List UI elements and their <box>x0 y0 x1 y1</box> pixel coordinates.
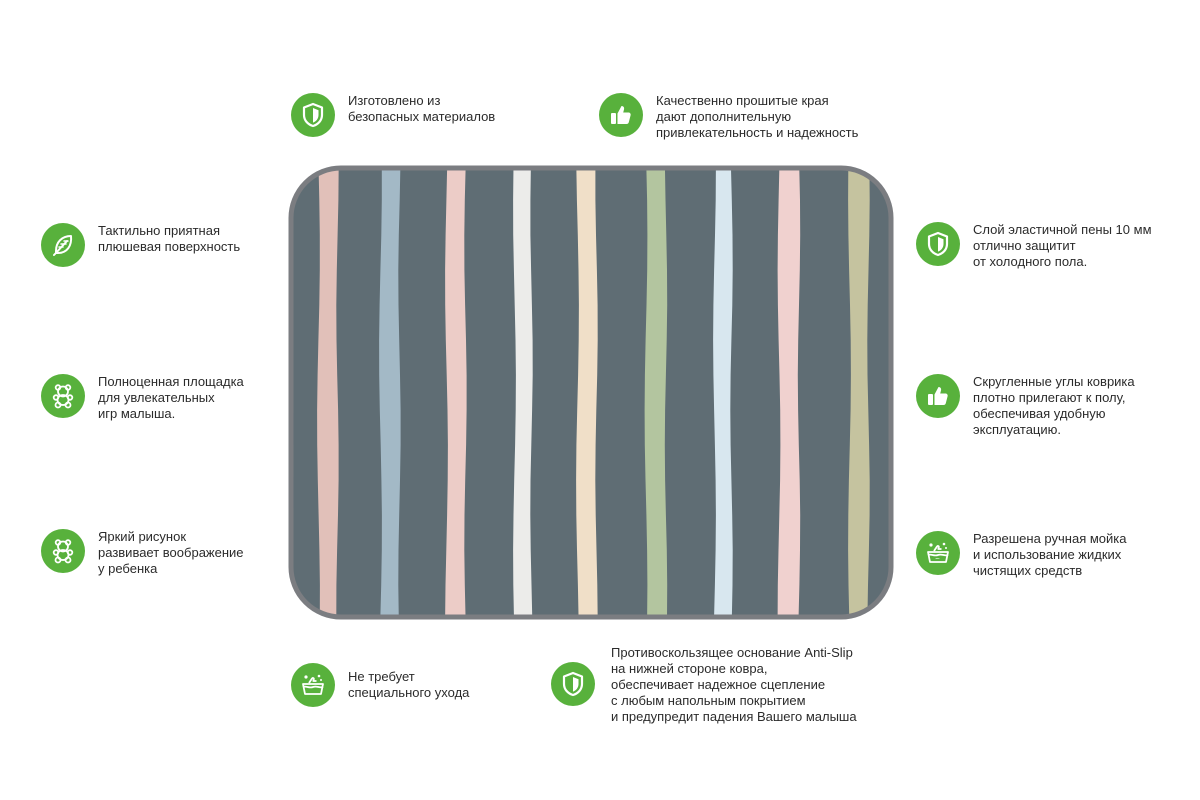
rug-stripe <box>848 168 870 617</box>
feature-text: Тактильно приятная плюшевая поверхность <box>98 223 241 254</box>
feature-text: Яркий рисунок развивает воображение у ре… <box>98 529 244 576</box>
thumbs-up-icon <box>916 374 960 418</box>
rug-illustration <box>288 165 894 620</box>
teddy-bear-icon <box>41 374 85 418</box>
rug-stripe <box>576 168 598 617</box>
feature-plush-surface: Тактильно приятная плюшевая поверхность <box>41 223 240 267</box>
rug-stripe <box>379 168 401 617</box>
shield-icon <box>916 222 960 266</box>
feature-anti-slip: Противоскользящее основание Anti-Slip на… <box>551 645 857 725</box>
feature-safe-materials: Изготовлено из безопасных материалов <box>291 93 495 137</box>
rug-stripe <box>777 168 801 617</box>
feature-text: Разрешена ручная мойка и использование ж… <box>973 531 1127 578</box>
rug-stripe <box>713 168 733 617</box>
feature-play-area: Полноценная площадка для увлекательных и… <box>41 374 244 422</box>
rug-stripe <box>513 168 533 617</box>
thumbs-up-icon <box>599 93 643 137</box>
washing-icon: ~ <box>916 531 960 575</box>
svg-text:~: ~ <box>935 556 940 563</box>
feature-text: Слой эластичной пены 10 мм отлично защит… <box>973 222 1152 269</box>
feature-bright-pattern: Яркий рисунок развивает воображение у ре… <box>41 529 244 577</box>
feature-rounded-corners: Скругленные углы коврика плотно прилегаю… <box>916 374 1135 438</box>
feature-text: Противоскользящее основание Anti-Slip на… <box>611 645 857 724</box>
teddy-bear-icon <box>41 529 85 573</box>
feature-hand-wash: ~ Разрешена ручная мойка и использование… <box>916 531 1126 579</box>
feature-text: Изготовлено из безопасных материалов <box>348 93 496 124</box>
shield-icon <box>551 662 595 706</box>
feature-text: Полноценная площадка для увлекательных и… <box>98 374 244 421</box>
rug-stripe <box>317 168 339 617</box>
feature-text: Качественно прошитые края дают дополните… <box>656 93 859 140</box>
rug-stripe <box>445 168 467 617</box>
feature-stitched-edges: Качественно прошитые края дают дополните… <box>599 93 858 141</box>
rug-stripe <box>644 168 668 617</box>
rug-border <box>288 165 894 620</box>
feature-text: Не требует специального ухода <box>348 669 470 700</box>
shield-icon <box>291 93 335 137</box>
feature-no-special-care: Не требует специального ухода <box>291 663 469 707</box>
feature-foam-layer: Слой эластичной пены 10 мм отлично защит… <box>916 222 1152 270</box>
washing-icon <box>291 663 335 707</box>
feather-icon <box>41 223 85 267</box>
feature-text: Скругленные углы коврика плотно прилегаю… <box>973 374 1135 437</box>
